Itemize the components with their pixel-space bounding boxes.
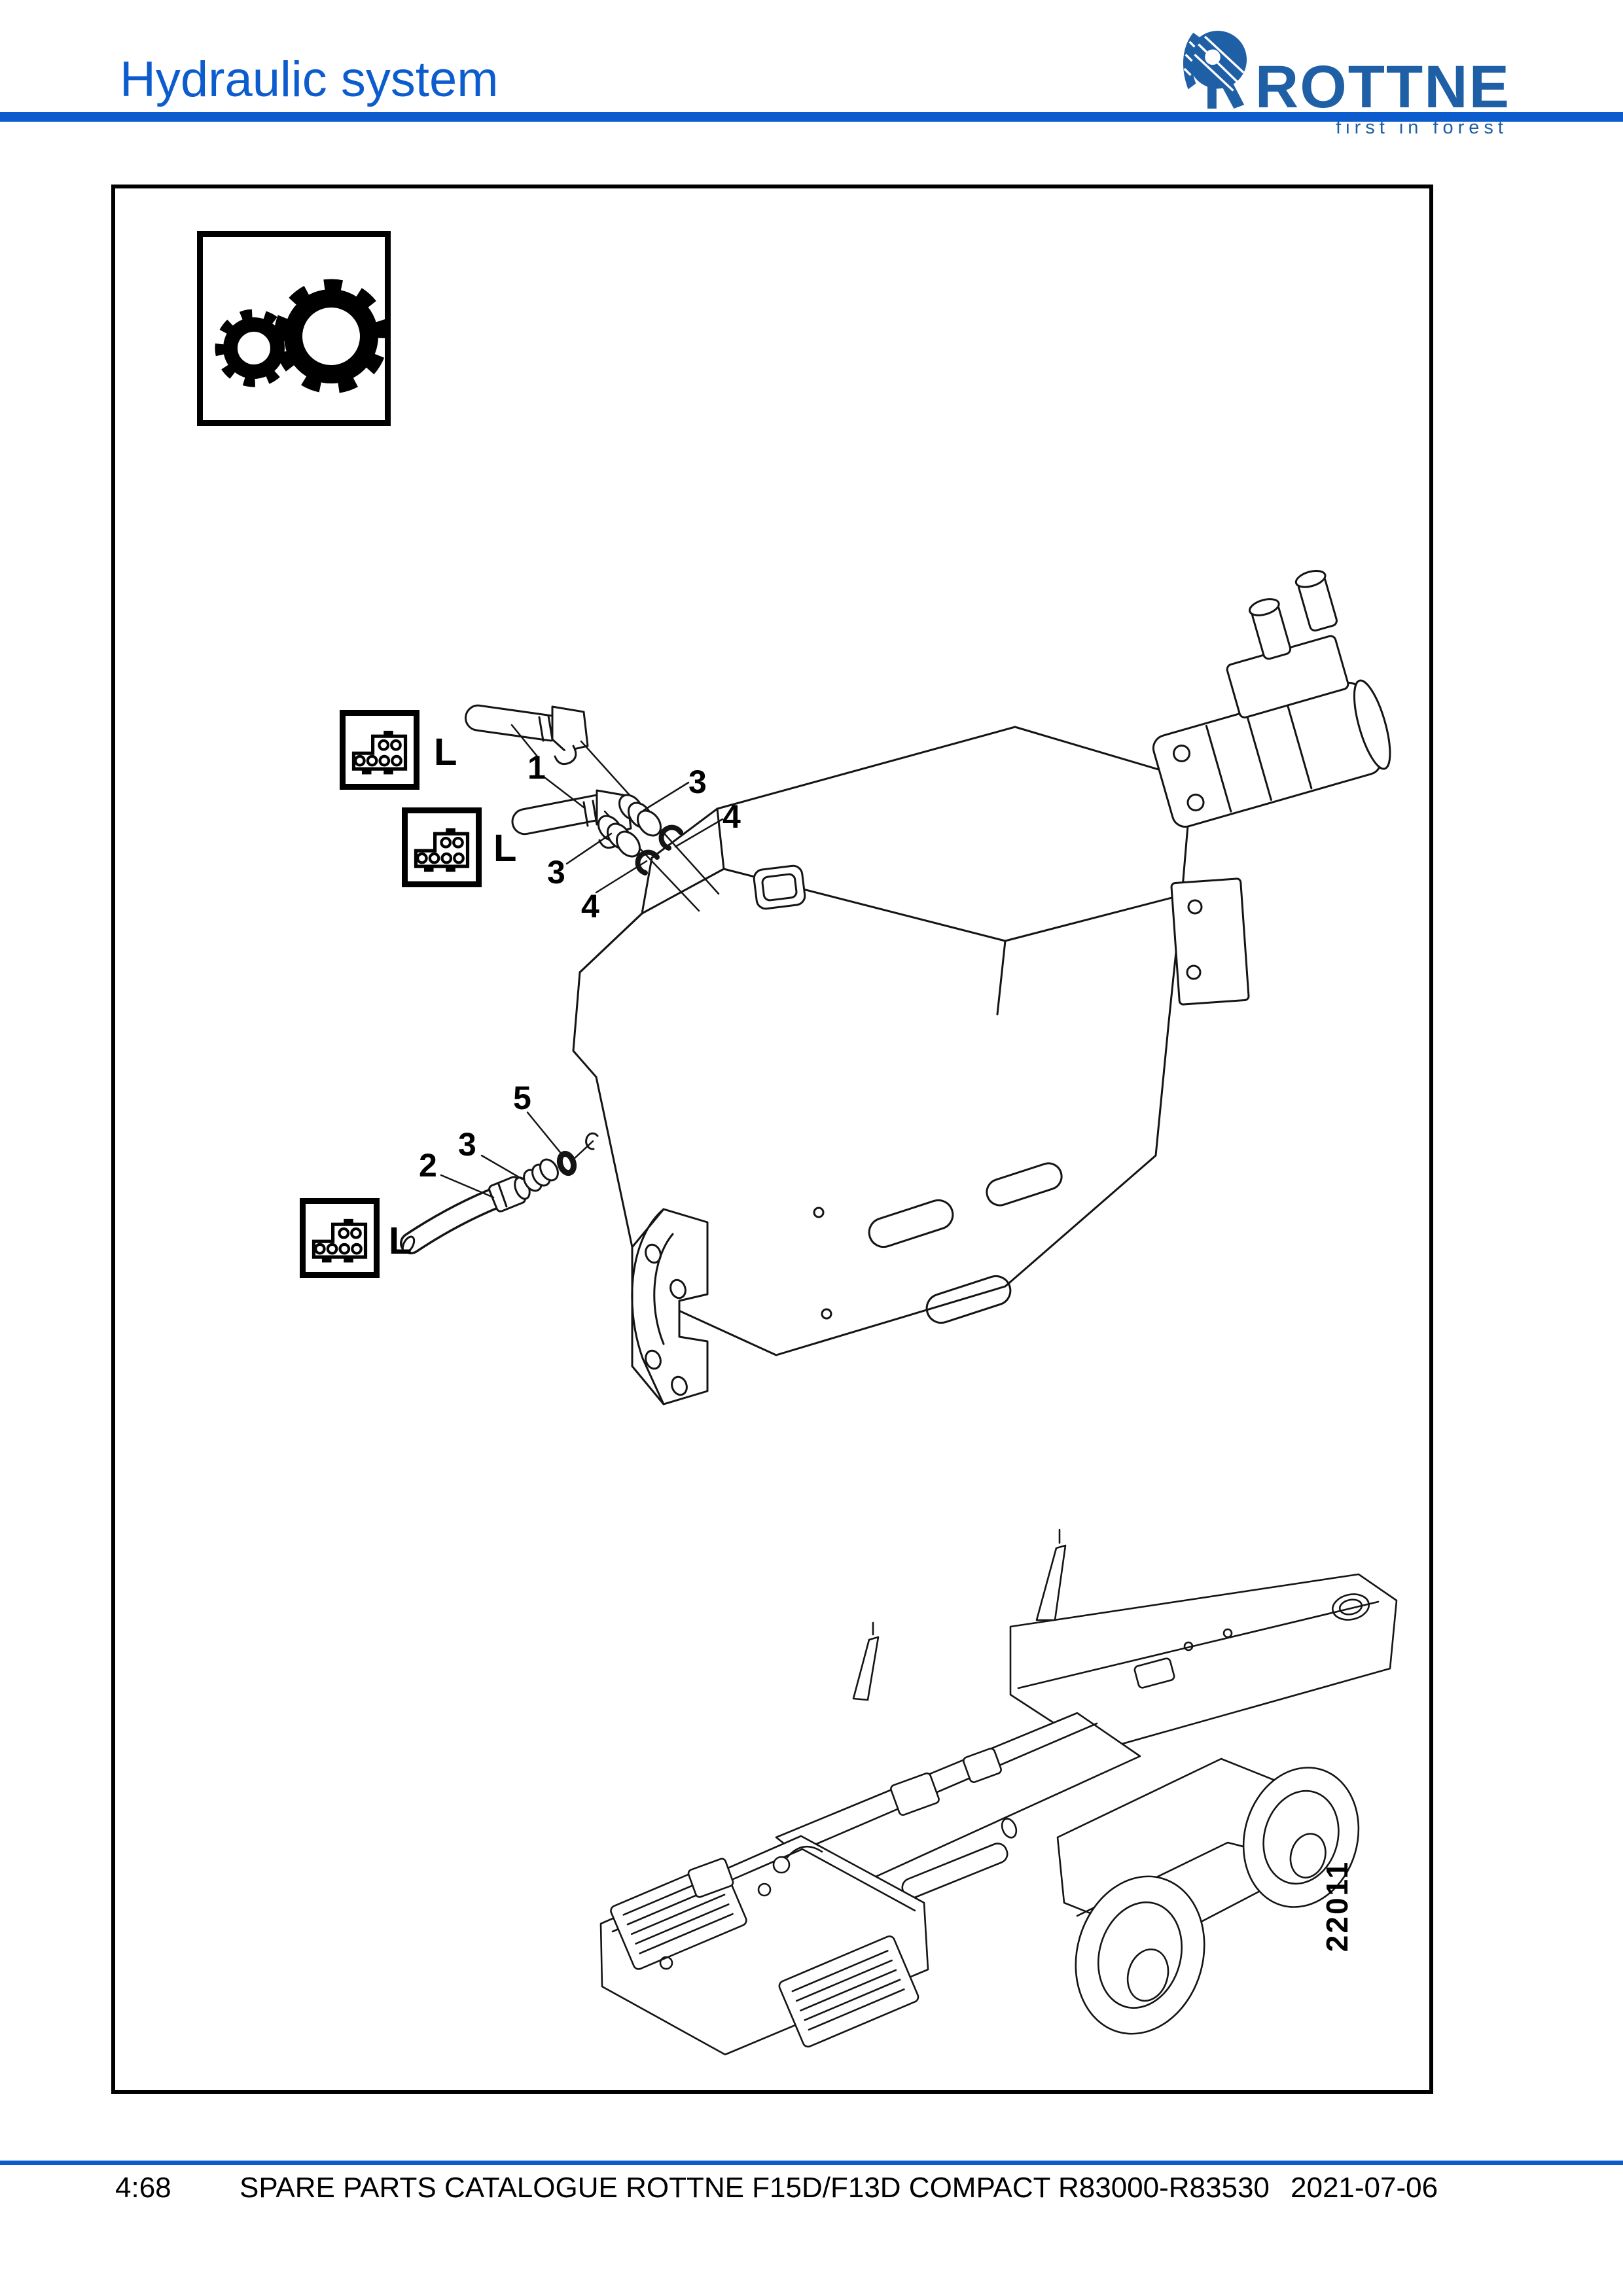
connector-symbol-3 [300,1198,380,1278]
gear-section-box [197,231,391,426]
hose-1-drawing [465,704,589,766]
callout-3-bottom: 3 [458,1126,476,1163]
rottne-logo-mark-icon [1171,27,1249,115]
callout-3-upper-right: 3 [688,764,707,800]
callout-4-lower: 4 [581,888,599,925]
callout-2: 2 [419,1147,437,1184]
fitting-3-bottom-drawing [523,1158,559,1192]
connector-symbol-2 [402,807,482,887]
brand-name: ROTTNE [1255,54,1510,121]
footer-catalogue-title: SPARE PARTS CATALOGUE ROTTNE F15D/F13D C… [240,2172,1270,2204]
figure-number: 22011 [1320,1860,1354,1952]
fitting-3-left-drawing [597,815,641,858]
header-rule [0,112,1623,122]
hose-2-bottom-drawing [400,1176,531,1254]
rottne-logo: ROTTNE first in forest [1170,27,1510,139]
tank-mount-bracket-drawing [631,1208,709,1405]
page-title: Hydraulic system [120,52,499,107]
leader-lines [440,724,724,1199]
callout-3-left: 3 [547,854,565,891]
hydraulic-tank-drawing [572,726,1193,1356]
connector-symbol-1 [340,710,419,790]
o-ring-5-drawing [556,1150,577,1176]
diagram-frame: L L L 1 3 4 3 4 5 3 2 22011 [111,185,1433,2094]
footer-page-ref: 4:68 [115,2172,171,2204]
clip-4-right-drawing [658,824,683,851]
footer-rule [0,2161,1623,2165]
pump-bracket-drawing [1170,877,1250,1006]
exploded-view-drawing [400,569,1398,2056]
connector-label-3: L [389,1220,412,1262]
clip-4-left-drawing [635,849,660,875]
gears-icon [203,279,389,423]
callout-4-right: 4 [722,798,741,835]
footer-date: 2021-07-06 [1291,2172,1438,2204]
pump-assembly-drawing [1152,569,1391,828]
callout-5: 5 [513,1080,531,1116]
connector-label-1: L [434,731,457,773]
connector-label-2: L [493,827,517,870]
chassis-drawing [599,1528,1398,2056]
callout-1: 1 [527,749,546,786]
